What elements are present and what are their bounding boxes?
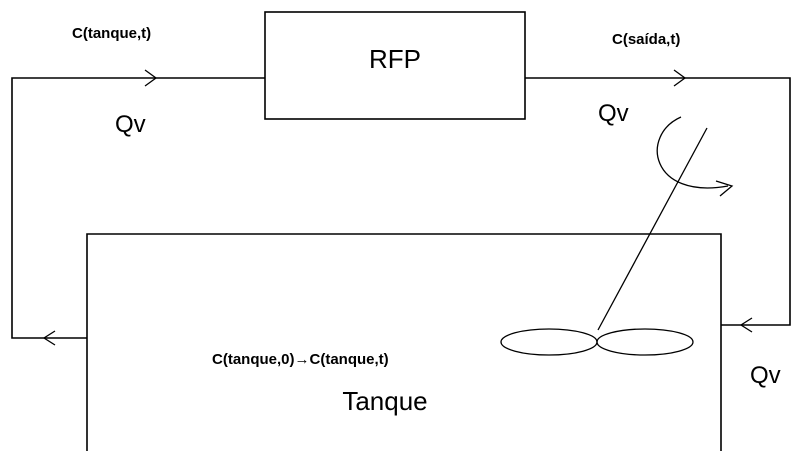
recycle-line-left (11, 77, 265, 339)
rotation-arrowhead (715, 180, 734, 197)
reactor-label: RFP (369, 44, 421, 74)
reactor-box (264, 11, 526, 120)
inlet-concentration-label: C(tanque,t) (72, 25, 151, 42)
outlet-concentration-label: C(saída,t) (612, 31, 680, 48)
flow-arrow-from-tank (42, 330, 56, 346)
tank-label: Tanque (342, 386, 427, 416)
tank-concentration-label: C(tanque,0)→C(tanque,t) (212, 351, 389, 368)
outlet-flow-label: Qv (598, 100, 629, 127)
tank-outline (86, 233, 722, 451)
agitator-shaft (597, 127, 708, 331)
return-flow-label: Qv (750, 362, 781, 389)
rotation-arrow (656, 116, 729, 189)
impeller-blade-left (500, 328, 598, 356)
inlet-flow-label: Qv (115, 111, 146, 138)
flow-arrow-to-tank (739, 317, 753, 333)
flow-arrow-to-reactor (144, 69, 158, 87)
impeller-blade-right (596, 328, 694, 356)
outlet-line-right (525, 77, 791, 326)
flow-arrow-from-reactor (673, 69, 687, 87)
